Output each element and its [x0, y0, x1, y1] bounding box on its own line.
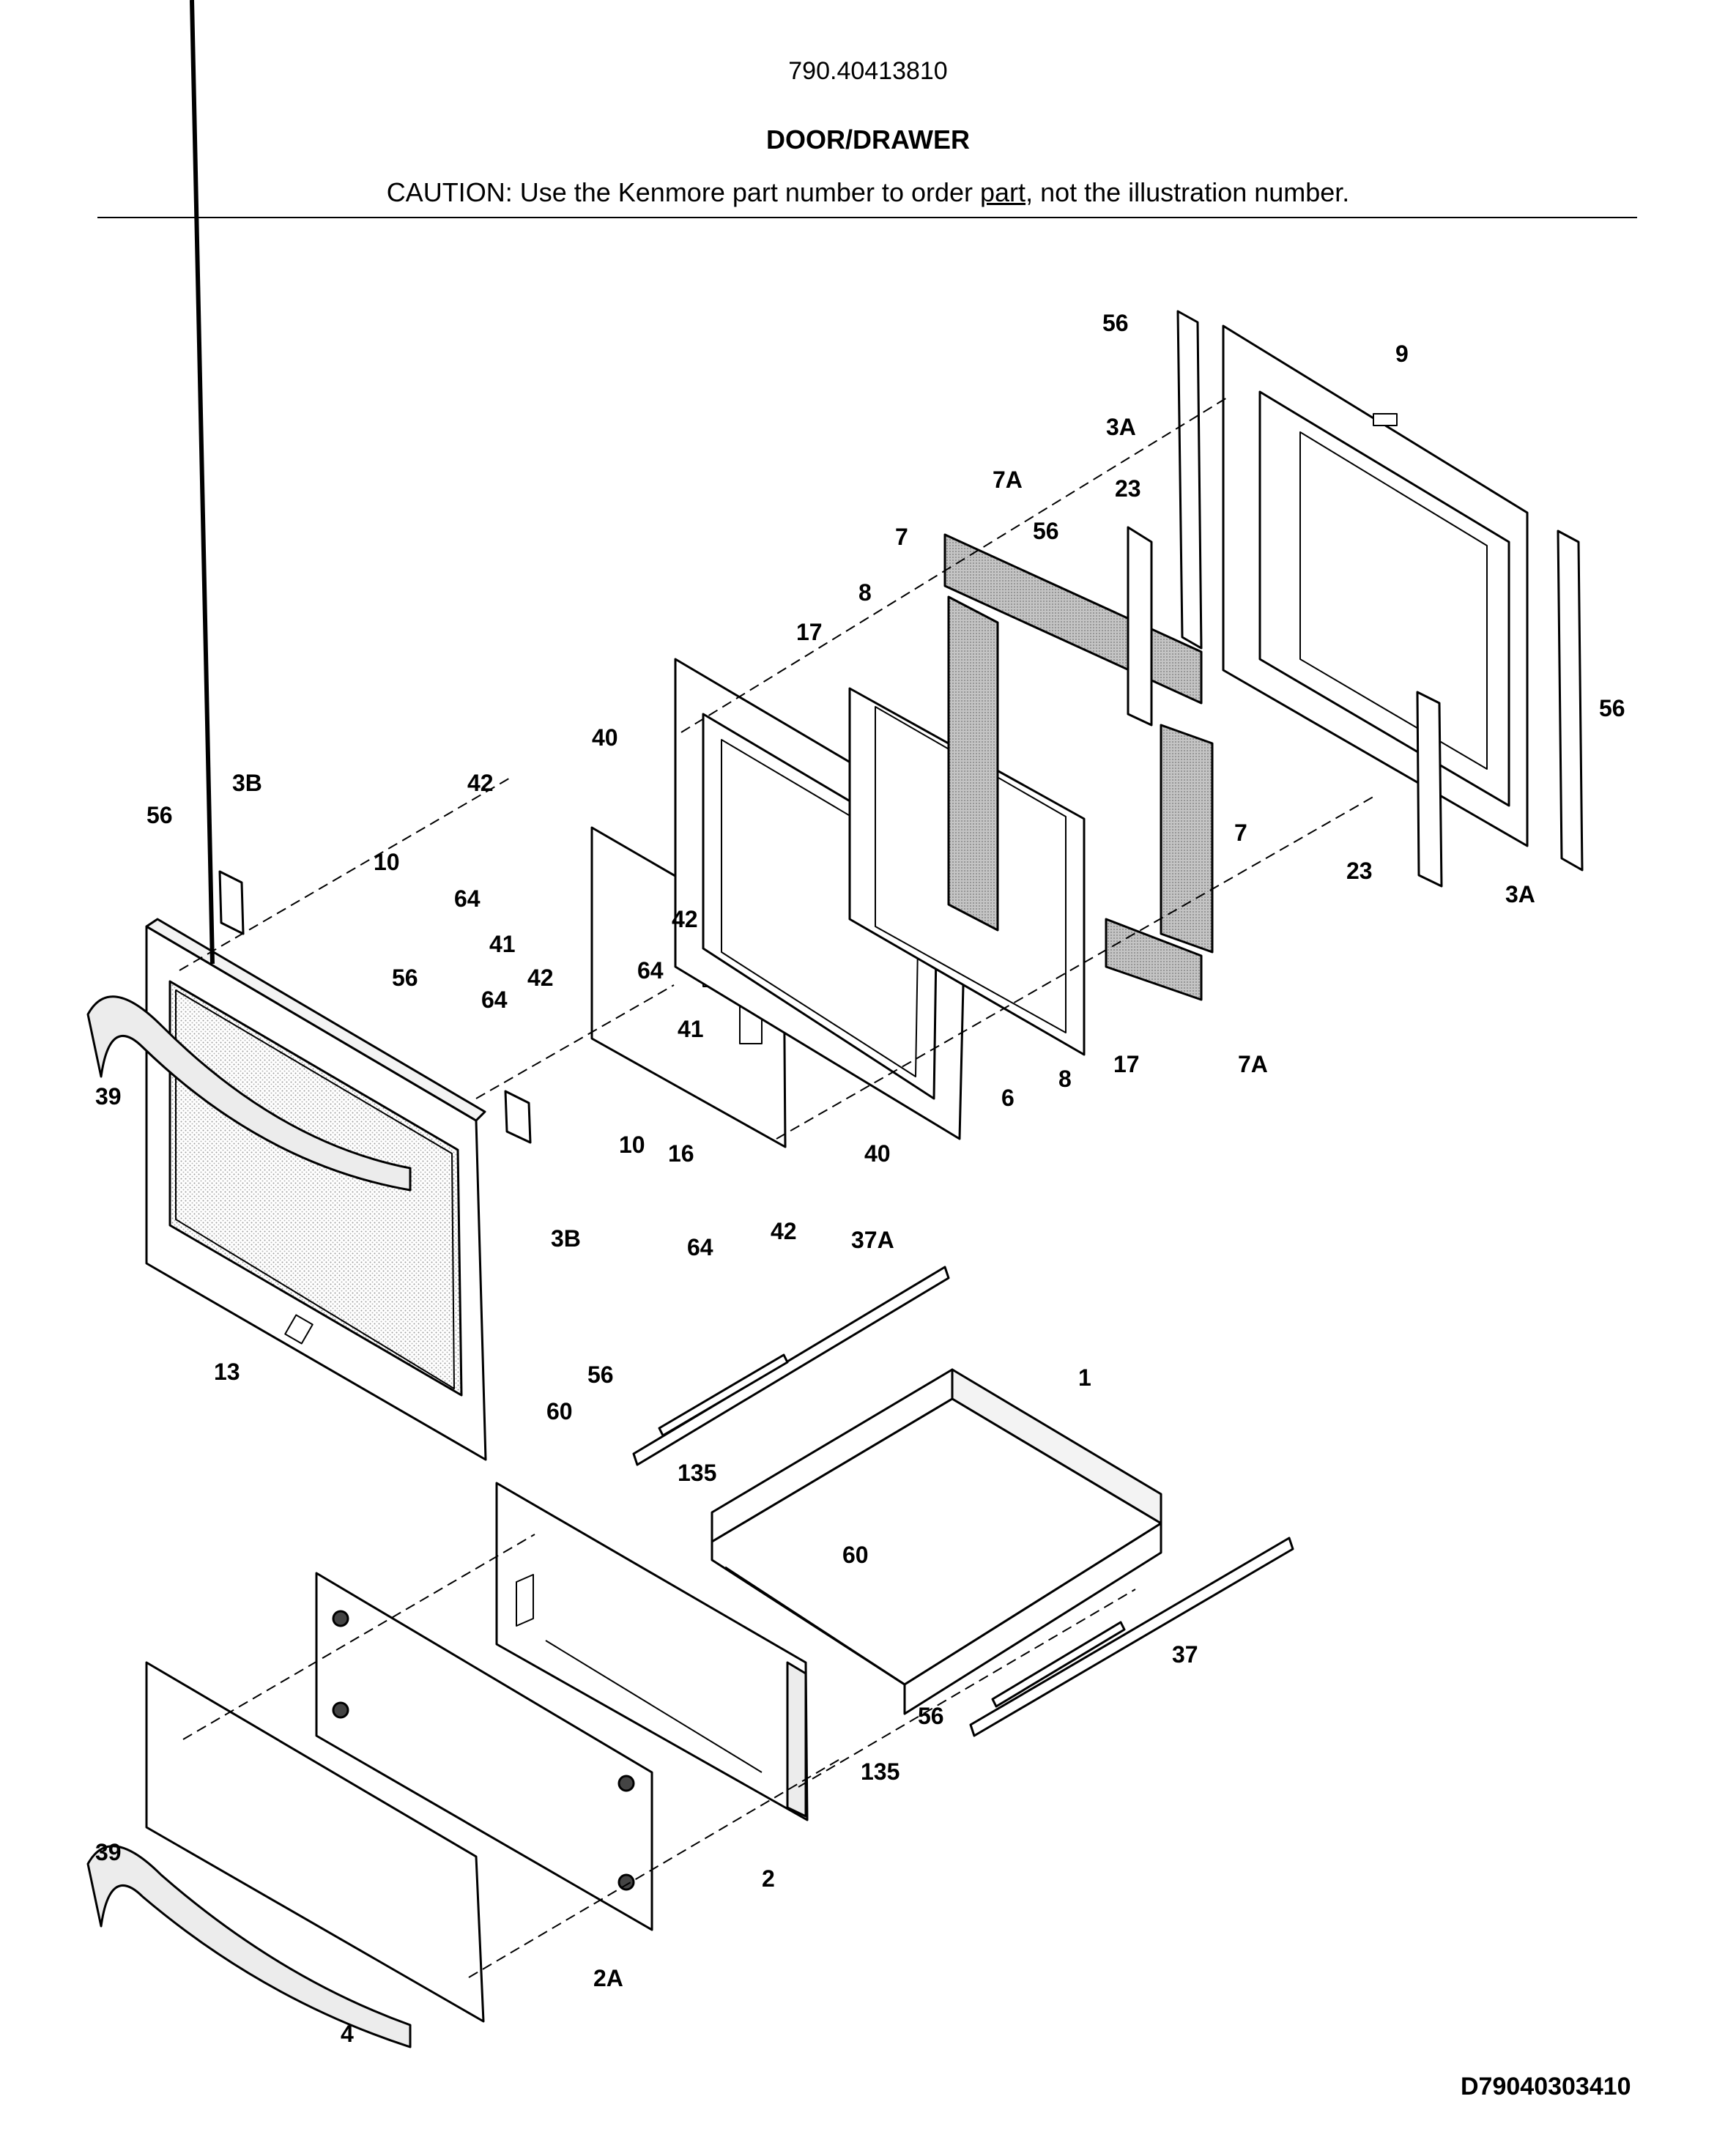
callout-label: 56 [146, 802, 173, 828]
callout-label: 135 [861, 1758, 899, 1785]
drawer-front [495, 1482, 809, 1821]
door-hinge-lower [1416, 691, 1443, 888]
callout-label: 60 [842, 1542, 869, 1568]
callout-label: 39 [95, 1839, 122, 1865]
callout-label: 8 [1058, 1066, 1072, 1092]
callout-label: 56 [1033, 518, 1059, 544]
callout-label: 37A [851, 1227, 894, 1253]
inner-door-panel [1222, 324, 1529, 847]
callout-label: 13 [214, 1359, 240, 1385]
header-divider [97, 217, 1637, 218]
assembly-guide-lines [179, 395, 1378, 1978]
caution-suffix: , not the illustration number. [1025, 177, 1350, 207]
callout-label: 2A [593, 1965, 623, 1991]
callout-label: 6 [1001, 1085, 1014, 1111]
callout-label: 64 [687, 1234, 713, 1260]
caution-part-link[interactable]: part [980, 177, 1026, 207]
callout-label: 9 [1395, 341, 1409, 367]
callout-label: 3B [551, 1225, 581, 1252]
callout-label: 64 [454, 885, 481, 912]
section-title: DOOR/DRAWER [766, 125, 970, 155]
callout-label: 1 [1078, 1364, 1091, 1391]
door-side-trim-left [1176, 310, 1203, 650]
callout-label: 39 [95, 1083, 122, 1110]
drawer-glass [315, 1572, 653, 1931]
callout-label: 3B [232, 770, 262, 796]
callout-label: 4 [341, 2021, 354, 2047]
callout-label: 60 [546, 1398, 573, 1424]
door-side-bracket-bottom [504, 1090, 532, 1144]
door-side-trim-right [1557, 530, 1584, 872]
callout-label: 40 [592, 724, 618, 751]
drawer-box [711, 1368, 1162, 1715]
drawer-handle [86, 1845, 412, 2048]
callout-label: 41 [489, 931, 516, 957]
model-number: 790.40413810 [788, 57, 948, 85]
callout-label: 10 [619, 1132, 645, 1158]
oven-door-handle [86, 995, 412, 1192]
callout-label: 40 [864, 1140, 891, 1167]
callout-label: 7A [993, 467, 1023, 493]
callout-label: 23 [1346, 858, 1373, 884]
callout-label: 17 [796, 619, 823, 645]
caution-note: CAUTION: Use the Kenmore part number to … [0, 177, 1736, 208]
callout-label: 41 [678, 1016, 704, 1042]
callout-label: 10 [374, 849, 400, 875]
callout-label: 64 [481, 987, 508, 1013]
callout-label: 56 [1102, 310, 1129, 336]
drawer-outer-panel [145, 1661, 485, 2023]
callout-label: 135 [678, 1460, 716, 1486]
door-hinge-upper [1127, 526, 1153, 727]
callout-label: 7 [1234, 820, 1247, 846]
callout-label: 56 [918, 1703, 944, 1729]
callout-label: 23 [1115, 475, 1141, 502]
callout-label: 42 [527, 965, 554, 991]
callout-label: 3A [1106, 414, 1136, 440]
callout-label: 56 [1599, 695, 1625, 721]
drawer-slide-right [969, 1537, 1294, 1737]
callout-label: 16 [668, 1140, 694, 1167]
callout-label: 42 [771, 1218, 797, 1244]
callout-label: 64 [637, 957, 664, 984]
callout-label: 42 [467, 770, 494, 796]
drawer-slide-left [632, 1266, 950, 1466]
callout-label: 8 [858, 579, 872, 606]
callout-label: 37 [1172, 1641, 1198, 1668]
callout-label: 17 [1113, 1051, 1140, 1077]
callout-label: 7A [1238, 1051, 1268, 1077]
caution-prefix: CAUTION: Use the Kenmore part number to … [386, 177, 981, 207]
callout-label: 56 [587, 1361, 614, 1388]
callout-label: 3A [1505, 881, 1535, 907]
drawing-code: D79040303410 [1461, 2073, 1631, 2100]
door-side-bracket-top [218, 870, 245, 935]
callout-label: 42 [672, 906, 698, 932]
callout-label: 7 [895, 524, 908, 550]
callout-label: 56 [392, 965, 418, 991]
outer-door-panel [145, 0, 487, 1461]
callout-labels: 56 9 3A 7A 23 56 7 8 17 56 40 3B 42 56 1… [95, 310, 1625, 2047]
callout-label: 2 [762, 1865, 775, 1892]
